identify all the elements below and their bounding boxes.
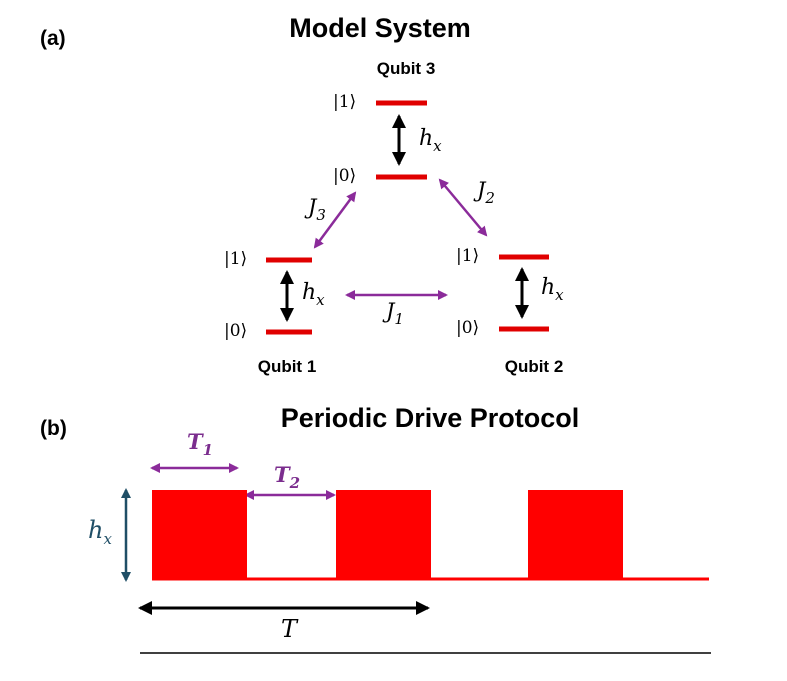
coupling-j2-label: J2 [473,178,495,207]
t1-label: T1 [187,429,213,459]
qubit3-hx-label: hx [419,126,442,155]
qubit1-hx-label: hx [302,280,325,309]
t2-label: T2 [274,462,300,492]
periodic-drive-title: Periodic Drive Protocol [281,403,580,433]
qubit3-ket0: |0⟩ [333,166,356,186]
panel-a-label: (a) [40,27,66,50]
panel-b-label: (b) [40,417,67,440]
period-label: T [281,615,299,643]
pulse-3 [528,490,623,580]
qubit2-ket0: |0⟩ [456,318,479,338]
qubit2-label: Qubit 2 [505,357,564,376]
model-system-title: Model System [289,13,471,43]
amplitude-label: hx [88,516,112,548]
coupling-j3-label: J3 [304,195,326,224]
pulse-2 [336,490,431,580]
qubit3-label: Qubit 3 [377,59,436,78]
qubit1-label: Qubit 1 [258,357,317,376]
qubit2-hx-label: hx [541,275,564,304]
qubit1-ket1: |1⟩ [224,249,247,269]
coupling-j1-label: J1 [382,299,404,328]
qubit3-ket1: |1⟩ [333,92,356,112]
coupling-j2-arrow [438,178,488,237]
qubit1-ket0: |0⟩ [224,321,247,341]
coupling-j3-arrow [313,191,357,249]
qubit2-ket1: |1⟩ [456,246,479,266]
pulse-1 [152,490,247,580]
